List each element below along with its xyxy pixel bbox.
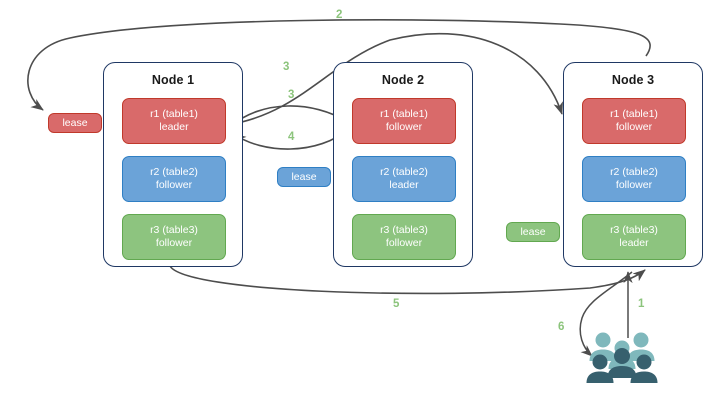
replica-node1-r1[interactable]: r1 (table1) leader xyxy=(122,98,226,144)
replica-node3-r1[interactable]: r1 (table1) follower xyxy=(582,98,686,144)
edge-label-3-lower: 3 xyxy=(288,89,295,101)
replica-node2-r2[interactable]: r2 (table2) leader xyxy=(352,156,456,202)
edge-label-3-upper: 3 xyxy=(283,61,290,73)
replica-name: r3 (table3) xyxy=(380,224,428,236)
lease-label: lease xyxy=(291,171,317,183)
replica-role: follower xyxy=(155,179,193,191)
replica-name: r2 (table2) xyxy=(610,166,658,178)
replica-node2-r3[interactable]: r3 (table3) follower xyxy=(352,214,456,260)
replica-name: r1 (table1) xyxy=(380,108,428,120)
replica-role: follower xyxy=(615,121,653,133)
edge-label-4: 4 xyxy=(288,131,295,143)
replica-name: r1 (table1) xyxy=(150,108,198,120)
lease-chip-r3[interactable]: lease xyxy=(506,222,560,242)
lease-chip-r2[interactable]: lease xyxy=(277,167,331,187)
edge-label-2: 2 xyxy=(336,9,343,21)
replica-node1-r2[interactable]: r2 (table2) follower xyxy=(122,156,226,202)
node-box-node-2[interactable]: Node 2 r1 (table1) follower r2 (table2) … xyxy=(333,62,473,267)
edge-5-node1-to-node3-path xyxy=(169,265,646,295)
node-box-node-1[interactable]: Node 1 r1 (table1) leader r2 (table2) fo… xyxy=(103,62,243,267)
replica-node3-r3[interactable]: r3 (table3) leader xyxy=(582,214,686,260)
node-title: Node 3 xyxy=(611,73,655,87)
replica-role: follower xyxy=(155,237,193,249)
replica-name: r1 (table1) xyxy=(610,108,658,120)
node-title: Node 1 xyxy=(151,73,195,87)
edge-label-5: 5 xyxy=(393,298,400,310)
replica-role: leader xyxy=(619,237,649,249)
replica-role: leader xyxy=(159,121,189,133)
replica-role: leader xyxy=(389,179,419,191)
lease-label: lease xyxy=(62,117,88,129)
replica-role: follower xyxy=(385,121,423,133)
replica-name: r2 (table2) xyxy=(150,166,198,178)
edge-label-1: 1 xyxy=(638,298,645,310)
replica-name: r3 (table3) xyxy=(610,224,658,236)
replica-role: follower xyxy=(385,237,423,249)
lease-label: lease xyxy=(520,226,546,238)
edge-label-6: 6 xyxy=(558,321,565,333)
replica-node3-r2[interactable]: r2 (table2) follower xyxy=(582,156,686,202)
node-title: Node 2 xyxy=(381,73,425,87)
replica-name: r3 (table3) xyxy=(150,224,198,236)
replica-node2-r1[interactable]: r1 (table1) follower xyxy=(352,98,456,144)
node-box-node-3[interactable]: Node 3 r1 (table1) follower r2 (table2) … xyxy=(563,62,703,267)
replica-role: follower xyxy=(615,179,653,191)
replica-name: r2 (table2) xyxy=(380,166,428,178)
edge-3-node1-to-node2-path xyxy=(230,105,349,127)
lease-chip-r1[interactable]: lease xyxy=(48,113,102,133)
replica-node1-r3[interactable]: r3 (table3) follower xyxy=(122,214,226,260)
people-group-icon xyxy=(586,332,658,383)
